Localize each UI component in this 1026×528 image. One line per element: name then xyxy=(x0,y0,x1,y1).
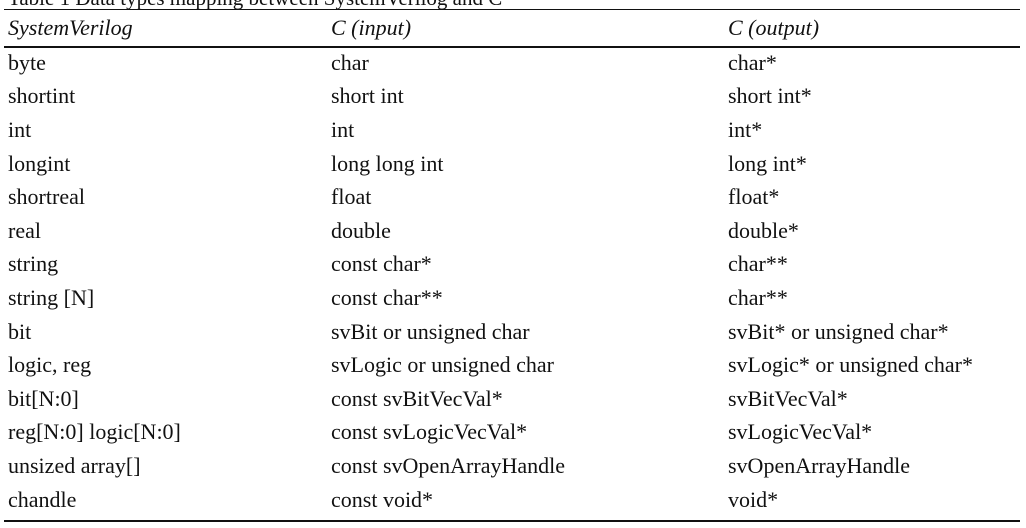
table-row: byte char char* xyxy=(4,46,1020,80)
table-row: longint long long int long int* xyxy=(4,147,1020,181)
table-row: string [N] const char** char** xyxy=(4,281,1020,315)
bottom-rule xyxy=(4,520,1020,522)
cell-systemverilog: string [N] xyxy=(8,284,95,310)
cell-c-output: char** xyxy=(728,284,788,310)
cell-c-output: svBitVecVal* xyxy=(728,385,848,411)
cell-c-output: float* xyxy=(728,184,780,210)
cell-c-output: int* xyxy=(728,116,763,142)
cell-c-input: long long int xyxy=(331,150,444,176)
table-row: real double double* xyxy=(4,214,1020,248)
header-c-output: C (output) xyxy=(728,15,820,40)
header-c-input: C (input) xyxy=(331,15,412,40)
cell-c-output: svLogicVecVal* xyxy=(728,419,873,445)
cell-c-input: int xyxy=(331,116,355,142)
table-row: shortint short int short int* xyxy=(4,80,1020,114)
cell-systemverilog: bit xyxy=(8,318,32,344)
cell-c-input: const svBitVecVal* xyxy=(331,385,503,411)
cell-c-output: svOpenArrayHandle xyxy=(728,452,911,478)
cell-systemverilog: byte xyxy=(8,49,46,75)
cell-systemverilog: reg[N:0] logic[N:0] xyxy=(8,419,181,445)
header-rule xyxy=(4,46,1020,48)
cell-systemverilog: longint xyxy=(8,150,71,176)
table-row: int int int* xyxy=(4,113,1020,147)
header-systemverilog: SystemVerilog xyxy=(8,15,133,40)
cell-c-input: const void* xyxy=(331,486,434,512)
cell-c-output: short int* xyxy=(728,83,812,109)
cell-c-input: short int xyxy=(331,83,404,109)
top-rule xyxy=(4,9,1020,10)
cell-c-input: const svOpenArrayHandle xyxy=(331,452,565,478)
table-row: bit svBit or unsigned char svBit* or unsig… xyxy=(4,315,1020,349)
table-row: bit[N:0] const svBitVecVal* svBitVecVal* xyxy=(4,382,1020,416)
cell-c-input: double xyxy=(331,217,391,243)
cell-c-input: svBit or unsigned char xyxy=(331,318,530,344)
cell-c-output: char* xyxy=(728,49,777,75)
cell-c-input: const char** xyxy=(331,284,443,310)
table-row: logic, reg svLogic or unsigned char svLogi… xyxy=(4,348,1020,382)
cell-systemverilog: shortreal xyxy=(8,184,85,210)
cell-systemverilog: logic, reg xyxy=(8,352,92,378)
table-row: shortreal float float* xyxy=(4,180,1020,214)
cell-systemverilog: chandle xyxy=(8,486,77,512)
cell-c-output: long int* xyxy=(728,150,807,176)
table-caption: Table 1 Data types mapping between Syste… xyxy=(8,0,502,11)
cell-c-input: const char* xyxy=(331,251,432,277)
cell-c-output: svLogic* or unsigned char* xyxy=(728,352,973,378)
cell-c-output: char** xyxy=(728,251,788,277)
cell-c-output: svBit* or unsigned char* xyxy=(728,318,949,344)
cell-systemverilog: shortint xyxy=(8,83,76,109)
cell-c-input: char xyxy=(331,49,369,75)
cell-c-output: void* xyxy=(728,486,779,512)
cell-systemverilog: string xyxy=(8,251,59,277)
header-row: SystemVerilog C (input) C (output) xyxy=(4,10,1020,46)
table-row: reg[N:0] logic[N:0] const svLogicVecVal* s… xyxy=(4,416,1020,450)
cell-c-input: const svLogicVecVal* xyxy=(331,419,528,445)
cell-c-output: double* xyxy=(728,217,799,243)
cell-c-input: float xyxy=(331,184,372,210)
cell-systemverilog: unsized array[] xyxy=(8,452,141,478)
cell-systemverilog: bit[N:0] xyxy=(8,385,79,411)
cell-systemverilog: int xyxy=(8,116,32,142)
cell-systemverilog: real xyxy=(8,217,41,243)
table-row: unsized array[] const svOpenArrayHandle sv… xyxy=(4,449,1020,483)
cell-c-input: svLogic or unsigned char xyxy=(331,352,554,378)
table-row: string const char* char** xyxy=(4,248,1020,282)
data-type-table: SystemVerilog C (input) C (output) byte c… xyxy=(4,10,1020,516)
table-row: chandle const void* void* xyxy=(4,483,1020,517)
